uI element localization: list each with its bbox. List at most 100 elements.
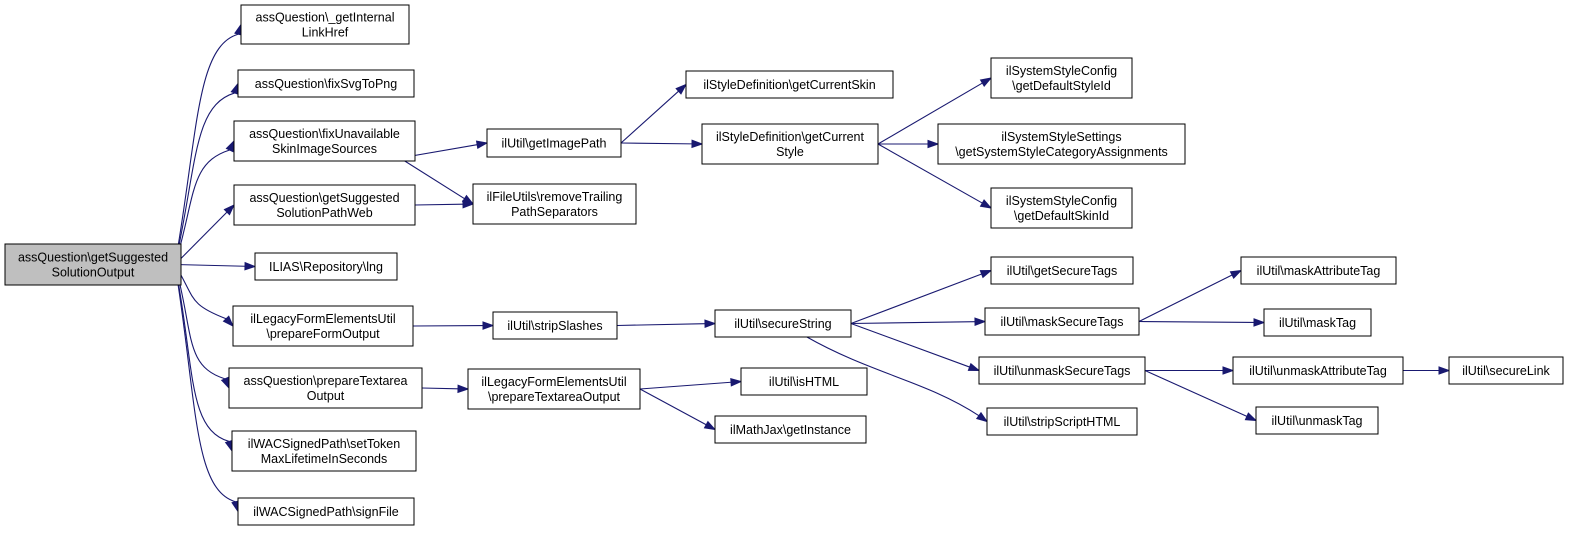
node-box[interactable] [237, 69, 415, 98]
node-label: ilUtil\getSecureTags [1007, 264, 1117, 278]
node-n22[interactable]: ilUtil\stripScriptHTML [986, 407, 1138, 436]
node-label: ILIAS\Repository\lng [269, 260, 383, 274]
edge-n20-n23 [1138, 269, 1243, 322]
edge-line [174, 264, 226, 380]
node-box[interactable] [240, 4, 410, 45]
node-box[interactable] [984, 307, 1140, 336]
node-box[interactable] [685, 70, 894, 99]
node-box[interactable] [986, 407, 1138, 436]
node-box[interactable] [978, 356, 1146, 385]
node-box[interactable] [740, 367, 868, 396]
node-box[interactable] [233, 184, 416, 226]
node-n27[interactable]: ilUtil\secureLink [1448, 356, 1564, 385]
node-label: assQuestion\getSuggested [18, 251, 168, 265]
edge-n13-n14 [877, 77, 993, 145]
node-n29[interactable]: ilUtil\isHTML [740, 367, 868, 396]
arrowhead [220, 376, 230, 390]
node-label: assQuestion\prepareTextarea [244, 374, 408, 388]
node-n7[interactable]: assQuestion\prepareTextareaOutput [228, 367, 423, 409]
node-n30[interactable]: ilMathJax\getInstance [714, 415, 867, 444]
arrowhead [223, 203, 236, 216]
node-label: ilUtil\secureString [734, 317, 831, 331]
node-n6[interactable]: ilLegacyFormElementsUtil\prepareFormOutp… [232, 305, 414, 347]
node-n26[interactable]: ilUtil\unmaskTag [1255, 406, 1379, 435]
node-box[interactable] [990, 256, 1134, 285]
node-n15[interactable]: ilSystemStyleSettings\getSystemStyleCate… [937, 123, 1186, 165]
node-box[interactable] [4, 243, 182, 286]
node-box[interactable] [937, 123, 1186, 165]
node-n21[interactable]: ilUtil\unmaskSecureTags [978, 356, 1146, 385]
arrowhead [457, 384, 470, 394]
arrowhead [225, 139, 235, 153]
node-box[interactable] [990, 57, 1133, 99]
node-box[interactable] [254, 252, 398, 281]
arrowhead [462, 199, 475, 209]
edge-n0-n5 [174, 261, 257, 271]
arrowhead [704, 319, 717, 329]
node-box[interactable] [1263, 308, 1372, 337]
node-n18[interactable]: ilUtil\secureString [714, 309, 852, 338]
node-label: ilUtil\unmaskSecureTags [994, 364, 1131, 378]
node-box[interactable] [492, 311, 618, 340]
arrowhead [1253, 318, 1266, 327]
edge-line [1138, 320, 1255, 323]
edge-line [850, 273, 982, 325]
node-n24[interactable]: ilUtil\maskTag [1263, 308, 1372, 337]
edge-n28-n30 [639, 388, 717, 431]
node-n9[interactable]: ilWACSignedPath\signFile [237, 497, 415, 526]
edge-line [174, 263, 246, 267]
node-n17[interactable]: ilUtil\stripSlashes [492, 311, 618, 340]
node-box[interactable] [1255, 406, 1379, 435]
node-label: ilWACSignedPath\setToken [248, 437, 400, 451]
node-n25[interactable]: ilUtil\unmaskAttributeTag [1232, 356, 1404, 385]
node-n2[interactable]: assQuestion\fixSvgToPng [237, 69, 415, 98]
node-n16[interactable]: ilSystemStyleConfig\getDefaultSkinId [990, 187, 1133, 229]
node-box[interactable] [990, 187, 1133, 229]
node-label: SolutionOutput [52, 266, 135, 280]
node-box[interactable] [237, 497, 415, 526]
node-box[interactable] [467, 368, 641, 410]
node-n5[interactable]: ILIAS\Repository\lng [254, 252, 398, 281]
node-n23[interactable]: ilUtil\maskAttributeTag [1240, 256, 1397, 285]
node-box[interactable] [486, 128, 622, 158]
node-box[interactable] [714, 415, 867, 444]
node-n10[interactable]: ilUtil\getImagePath [486, 128, 622, 158]
node-box[interactable] [1448, 356, 1564, 385]
arrowhead [967, 362, 981, 372]
node-label: Style [776, 145, 804, 159]
edge-n10-n13 [620, 139, 704, 149]
node-label: ilUtil\unmaskTag [1271, 414, 1362, 428]
node-n3[interactable]: assQuestion\fixUnavailableSkinImageSourc… [233, 120, 416, 162]
node-n19[interactable]: ilUtil\getSecureTags [990, 256, 1134, 285]
node-n20[interactable]: ilUtil\maskSecureTags [984, 307, 1140, 336]
node-box[interactable] [714, 309, 852, 338]
node-n8[interactable]: ilWACSignedPath\setTokenMaxLifetimeInSec… [231, 430, 417, 472]
node-label: ilStyleDefinition\getCurrent [716, 130, 865, 144]
node-label: \prepareTextareaOutput [488, 390, 621, 404]
arrowhead [244, 261, 257, 271]
node-box[interactable] [231, 430, 417, 472]
node-box[interactable] [472, 183, 637, 225]
node-n28[interactable]: ilLegacyFormElementsUtil\prepareTextarea… [467, 368, 641, 410]
node-label: ilUtil\maskSecureTags [1001, 315, 1124, 329]
node-box[interactable] [232, 305, 414, 347]
node-box[interactable] [233, 120, 416, 162]
node-n12[interactable]: ilStyleDefinition\getCurrentSkin [685, 70, 894, 99]
node-n14[interactable]: ilSystemStyleConfig\getDefaultStyleId [990, 57, 1133, 99]
arrowhead [975, 411, 989, 423]
node-box[interactable] [701, 123, 879, 165]
edge-line [174, 264, 230, 442]
edge-line [1138, 274, 1233, 322]
node-label: PathSeparators [511, 205, 598, 219]
edge-n7-n28 [421, 384, 470, 394]
node-box[interactable] [1232, 356, 1404, 385]
edge-line [877, 82, 983, 145]
node-box[interactable] [228, 367, 423, 409]
node-box[interactable] [1240, 256, 1397, 285]
node-label: ilUtil\isHTML [769, 375, 839, 389]
